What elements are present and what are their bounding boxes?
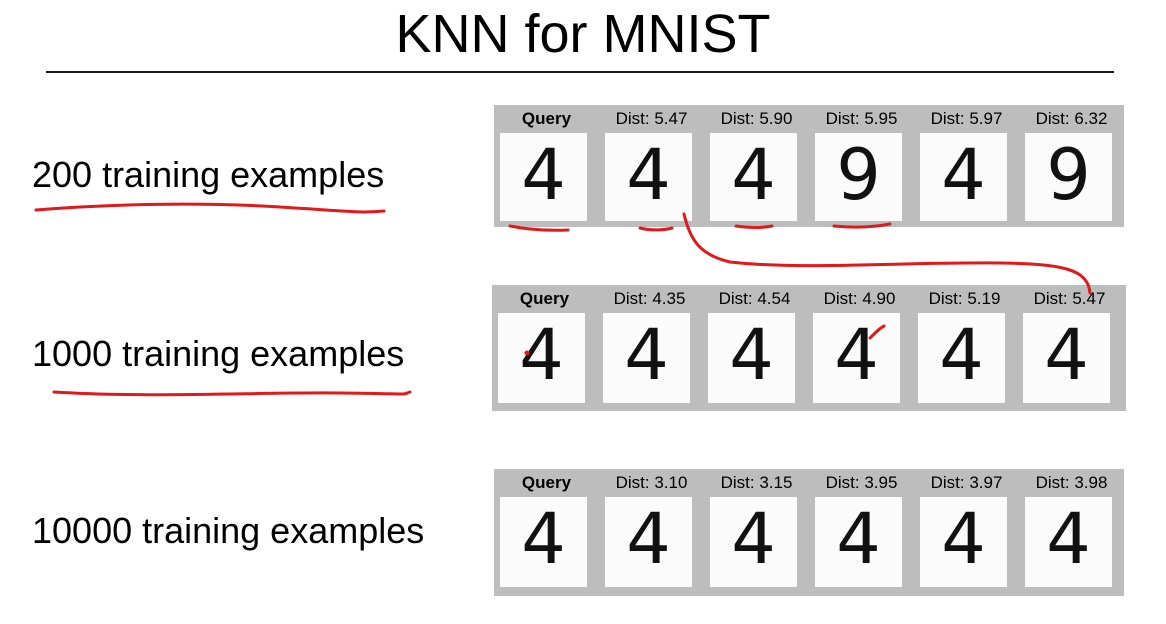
digit-glyph: 4	[939, 314, 984, 396]
neighbor-cell: Dist: 3.10 4	[599, 469, 704, 596]
distance-caption: Dist: 5.19	[928, 289, 1001, 308]
distance-caption: Dist: 3.95	[825, 473, 898, 492]
digit-glyph: 4	[834, 314, 879, 396]
query-cell: Query 4	[492, 285, 597, 411]
query-digit-image: 4	[500, 497, 587, 587]
neighbor-digit-image: 4	[920, 133, 1007, 221]
digit-glyph: 9	[1046, 134, 1091, 216]
neighbor-digit-image: 9	[1025, 133, 1112, 221]
query-digit-image: 4	[500, 133, 587, 221]
distance-caption: Dist: 5.95	[825, 109, 898, 128]
neighbor-cell: Dist: 4.90 4	[807, 285, 912, 411]
neighbor-cell: Dist: 5.19 4	[912, 285, 1017, 411]
digit-glyph: 4	[731, 134, 776, 216]
neighbor-digit-image: 9	[815, 133, 902, 221]
distance-caption: Dist: 5.90	[720, 109, 793, 128]
distance-caption: Dist: 5.97	[930, 109, 1003, 128]
digit-glyph: 4	[1044, 314, 1089, 396]
neighbor-digit-image: 4	[920, 497, 1007, 587]
underline-neighbor1-200	[638, 226, 674, 232]
distance-caption: Dist: 3.97	[930, 473, 1003, 492]
neighbor-digit-image: 4	[710, 497, 797, 587]
row-label-1000: 1000 training examples	[32, 333, 405, 374]
neighbor-cell: Dist: 3.15 4	[704, 469, 809, 596]
query-digit-image: 4	[498, 313, 585, 403]
neighbor-digit-image: 4	[605, 133, 692, 221]
neighbor-digit-image: 4	[603, 313, 690, 403]
neighbor-digit-image: 4	[605, 497, 692, 587]
neighbor-digit-image: 4	[918, 313, 1005, 403]
neighbor-digit-image: 4	[1025, 497, 1112, 587]
digit-glyph: 4	[626, 498, 671, 580]
digit-glyph: 4	[836, 498, 881, 580]
digit-glyph: 4	[519, 314, 564, 396]
neighbor-digit-image: 4	[1023, 313, 1110, 403]
neighbor-cell: Dist: 3.97 4	[914, 469, 1019, 596]
neighbor-cell: Dist: 5.90 4	[704, 105, 809, 227]
digit-glyph: 4	[521, 498, 566, 580]
neighbor-cell: Dist: 3.95 4	[809, 469, 914, 596]
row-label-10000: 10000 training examples	[32, 510, 425, 551]
query-caption: Query	[521, 473, 572, 492]
distance-caption: Dist: 6.32	[1035, 109, 1108, 128]
neighbor-panel-10000: Query 4 Dist: 3.10 4 Dist: 3.15 4 Dist: …	[494, 469, 1124, 596]
distance-caption: Dist: 3.15	[720, 473, 793, 492]
neighbor-cell: Dist: 5.47 4	[1017, 285, 1122, 411]
neighbor-cell: Dist: 3.98 4	[1019, 469, 1124, 596]
digit-glyph: 4	[624, 314, 669, 396]
digit-glyph: 4	[941, 498, 986, 580]
neighbor-cell: Dist: 4.54 4	[702, 285, 807, 411]
distance-caption: Dist: 3.10	[615, 473, 688, 492]
distance-caption: Dist: 4.35	[613, 289, 686, 308]
distance-caption: Dist: 4.54	[718, 289, 791, 308]
neighbor-digit-image: 4	[815, 497, 902, 587]
digit-glyph: 4	[731, 498, 776, 580]
neighbor-digit-image: 4	[710, 133, 797, 221]
neighbor-panel-1000: Query 4 Dist: 4.35 4 Dist: 4.54 4 Dist: …	[492, 285, 1126, 411]
query-caption: Query	[519, 289, 570, 308]
query-cell: Query 4	[494, 105, 599, 227]
digit-glyph: 4	[941, 134, 986, 216]
digit-glyph: 4	[1046, 498, 1091, 580]
query-cell: Query 4	[494, 469, 599, 596]
digit-glyph: 4	[521, 134, 566, 216]
query-caption: Query	[521, 109, 572, 128]
digit-glyph: 4	[729, 314, 774, 396]
neighbor-digit-image: 4	[708, 313, 795, 403]
distance-caption: Dist: 5.47	[615, 109, 688, 128]
digit-glyph: 9	[836, 134, 881, 216]
neighbor-cell: Dist: 4.35 4	[597, 285, 702, 411]
row-label-200: 200 training examples	[32, 154, 385, 195]
neighbor-digit-image: 4	[813, 313, 900, 403]
title-underline	[46, 71, 1114, 73]
distance-caption: Dist: 3.98	[1035, 473, 1108, 492]
neighbor-panel-200: Query 4 Dist: 5.47 4 Dist: 5.90 4 Dist: …	[494, 105, 1124, 227]
neighbor-cell: Dist: 6.32 9	[1019, 105, 1124, 227]
neighbor-cell: Dist: 5.95 9	[809, 105, 914, 227]
distance-caption: Dist: 5.47	[1033, 289, 1106, 308]
underline-200-label	[34, 202, 386, 214]
neighbor-cell: Dist: 5.97 4	[914, 105, 1019, 227]
neighbor-cell: Dist: 5.47 4	[599, 105, 704, 227]
digit-glyph: 4	[626, 134, 671, 216]
distance-caption: Dist: 4.90	[823, 289, 896, 308]
underline-1000-label	[52, 390, 412, 397]
slide-title: KNN for MNIST	[395, 4, 771, 64]
